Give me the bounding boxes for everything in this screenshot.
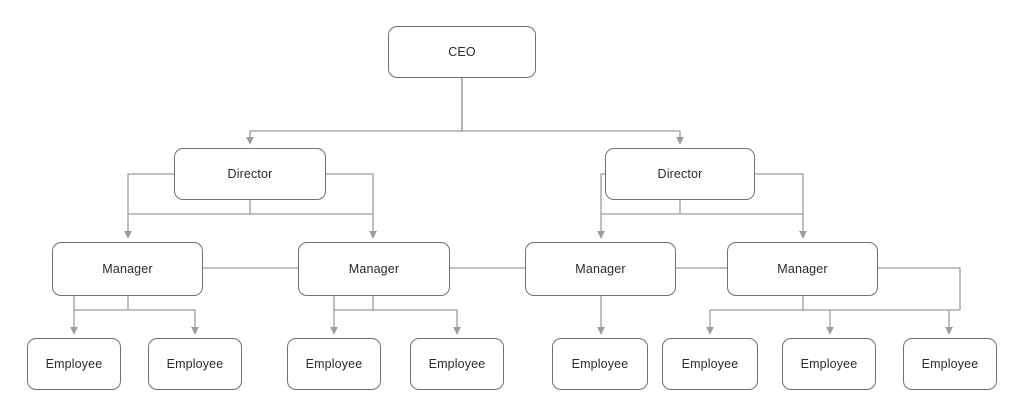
edge-d1-stem — [128, 200, 251, 215]
node-director-1[interactable]: Director — [174, 148, 326, 200]
node-employee-7[interactable]: Employee — [782, 338, 876, 390]
node-employee-8[interactable]: Employee — [903, 338, 997, 390]
node-employee-8-label: Employee — [921, 356, 979, 371]
edge-m1-stem — [74, 296, 129, 311]
edge-m2-stem — [334, 296, 374, 311]
node-manager-2[interactable]: Manager — [298, 242, 450, 296]
node-employee-3[interactable]: Employee — [287, 338, 381, 390]
node-manager-4-label: Manager — [777, 261, 828, 276]
node-manager-1-label: Manager — [102, 261, 153, 276]
node-employee-4-label: Employee — [428, 356, 486, 371]
node-manager-3-label: Manager — [575, 261, 626, 276]
node-ceo-label: CEO — [448, 44, 476, 59]
node-manager-1[interactable]: Manager — [52, 242, 203, 296]
edge-d2-stem — [601, 200, 681, 215]
edge-ceo-d1 — [246, 78, 463, 145]
node-employee-1-label: Employee — [45, 356, 103, 371]
edge-m2-e4 — [373, 309, 461, 335]
edge-m4-bus — [878, 267, 961, 310]
node-employee-7-label: Employee — [800, 356, 858, 371]
node-employee-6-label: Employee — [681, 356, 739, 371]
node-employee-4[interactable]: Employee — [410, 338, 504, 390]
node-employee-5-label: Employee — [571, 356, 629, 371]
node-manager-4[interactable]: Manager — [727, 242, 878, 296]
node-manager-2-label: Manager — [348, 261, 400, 276]
node-employee-6[interactable]: Employee — [662, 338, 758, 390]
node-employee-3-label: Employee — [305, 356, 363, 371]
node-manager-3[interactable]: Manager — [525, 242, 676, 296]
node-director-1-label: Director — [227, 166, 273, 181]
node-director-2[interactable]: Director — [605, 148, 755, 200]
node-director-2-label: Director — [657, 166, 703, 181]
node-ceo[interactable]: CEO — [388, 26, 536, 78]
node-employee-2[interactable]: Employee — [148, 338, 242, 390]
node-employee-5[interactable]: Employee — [552, 338, 648, 390]
edge-m1-e2 — [128, 309, 199, 335]
edge-ceo-d2 — [461, 78, 684, 145]
node-employee-1[interactable]: Employee — [27, 338, 121, 390]
node-employee-2-label: Employee — [166, 356, 224, 371]
